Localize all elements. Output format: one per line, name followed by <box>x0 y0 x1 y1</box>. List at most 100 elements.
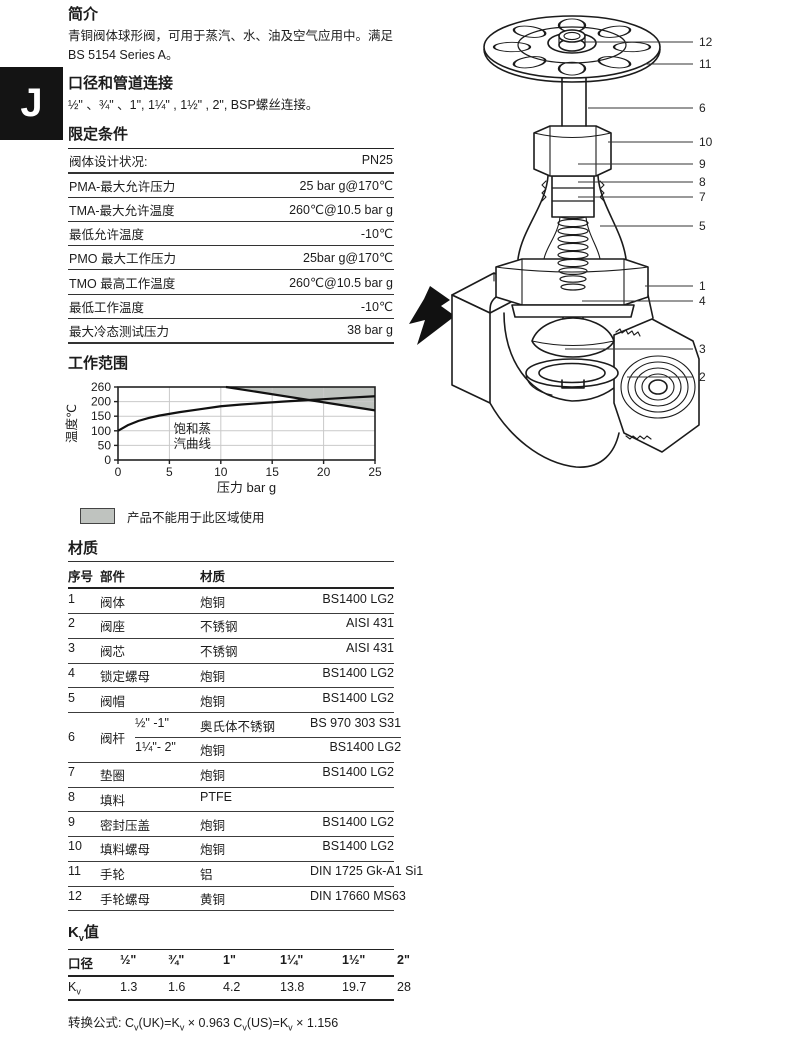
condition-value: PN25 <box>233 148 394 174</box>
callout-number-8: 8 <box>699 175 706 189</box>
condition-value: 260℃@10.5 bar g <box>233 269 394 295</box>
x-tick-label: 5 <box>166 465 173 479</box>
kv-value: 1.6 <box>168 979 186 994</box>
handwheel-nut <box>558 29 586 52</box>
kv-size-header: ¾" <box>168 952 185 967</box>
intro-section: 简介 青铜阀体球形阀，可用于蒸汽、水、油及空气应用中。满足BS 5154 Ser… <box>68 6 394 64</box>
text-segment: K <box>68 924 79 942</box>
cell: 7 <box>68 765 75 780</box>
kv-value: 19.7 <box>342 979 367 994</box>
condition-value: -10℃ <box>233 294 394 319</box>
kv-size-header: ½" <box>120 952 137 967</box>
materials-header-row: 序号 部件 材质 <box>68 564 394 590</box>
kv-col-header: 口径 <box>68 956 94 971</box>
valve-body <box>451 272 700 468</box>
cell: AISI 431 <box>346 616 394 631</box>
cell <box>135 864 200 883</box>
conversion-formula: 转换公式: Cv(UK)=Kv × 0.963 Cv(US)=Kv × 1.15… <box>68 1012 394 1033</box>
handwheel <box>483 15 661 83</box>
plot-border <box>117 385 376 461</box>
callout-number-11: 11 <box>699 57 712 71</box>
kv-value: 13.8 <box>280 979 305 994</box>
cell: BS1400 LG2 <box>322 591 394 606</box>
cell: 不锈钢 <box>200 645 238 660</box>
limiting-row: 最低工作温度-10℃ <box>68 294 394 319</box>
cell: 炮铜 <box>200 843 226 858</box>
cell: AISI 431 <box>346 641 394 656</box>
gland-nut <box>533 125 612 177</box>
text-segment: × 0.963 C <box>184 1016 243 1031</box>
cell: 阀座 <box>100 620 126 635</box>
cell: 奥氏体不锈钢 <box>200 719 276 734</box>
col-no: 序号 <box>68 569 94 584</box>
limiting-row: 最低允许温度-10℃ <box>68 221 394 247</box>
cell <box>135 839 200 858</box>
cell: 填料螺母 <box>100 843 151 858</box>
x-tick-label: 10 <box>214 465 228 479</box>
intro-title: 简介 <box>68 6 99 23</box>
condition-label: TMO 最高工作温度 <box>68 269 234 295</box>
cell: ½" -1" <box>135 715 169 730</box>
cell: BS1400 LG2 <box>322 765 394 780</box>
cell: BS 970 303 S31 <box>310 715 402 730</box>
cell: BS1400 LG2 <box>322 814 394 829</box>
cell <box>135 691 200 710</box>
callout-number-7: 7 <box>699 190 706 204</box>
cell: 12 <box>68 889 82 904</box>
kv-value: 28 <box>397 979 411 994</box>
cell <box>135 815 200 834</box>
cell: 铝 <box>200 868 213 883</box>
cell: PTFE <box>200 789 232 804</box>
callout-number-4: 4 <box>699 294 706 308</box>
cell: BS1400 LG2 <box>322 690 394 705</box>
cell <box>310 790 394 809</box>
cell: 手轮螺母 <box>100 893 151 908</box>
kv-size-header: 1½" <box>342 952 366 967</box>
kv-value: 1.3 <box>120 979 138 994</box>
sizes-title: 口径和管道连接 <box>68 75 174 93</box>
x-tick-label: 0 <box>115 465 122 479</box>
x-axis-label: 压力 bar g <box>217 480 276 495</box>
cell: 1¼"- 2" <box>135 740 176 755</box>
cell: 8 <box>68 789 75 804</box>
cell: 锁定螺母 <box>100 670 151 685</box>
col-material: 材质 <box>200 569 226 584</box>
cell: 阀芯 <box>100 645 126 660</box>
cell: 黄铜 <box>200 893 226 908</box>
condition-value: 38 bar g <box>233 318 394 344</box>
condition-label: 最大冷态测试压力 <box>68 318 234 344</box>
chart-legend: 产品不能用于此区域使用 <box>80 507 394 526</box>
cell <box>135 790 200 809</box>
cell: 炮铜 <box>200 694 226 709</box>
condition-label: 阀体设计状况: <box>68 148 234 174</box>
curve-annotation: 汽曲线 <box>174 436 212 451</box>
cell: BS1400 LG2 <box>322 666 394 681</box>
condition-value: -10℃ <box>233 221 394 247</box>
operating-range-title: 工作范围 <box>68 355 129 372</box>
x-tick-label: 25 <box>368 465 382 479</box>
kv-size-header: 1¼" <box>280 952 304 967</box>
condition-label: 最低工作温度 <box>68 294 234 319</box>
cell: 炮铜 <box>200 744 226 759</box>
cell: 垫圈 <box>100 769 126 784</box>
